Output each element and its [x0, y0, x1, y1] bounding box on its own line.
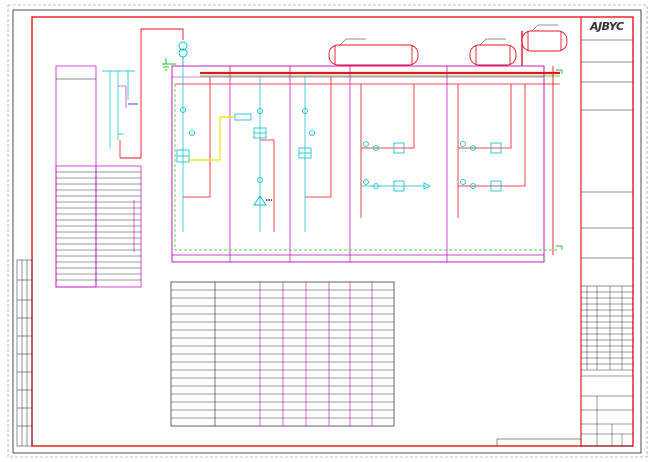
storage-tank-1 [328, 38, 419, 66]
switchgear-plan [171, 65, 560, 263]
ground-symbol-icon [162, 58, 176, 71]
company-logo: AJBYC [590, 20, 624, 33]
legend-table [55, 65, 142, 288]
outer-frame [12, 9, 642, 454]
storage-tank-2 [469, 38, 517, 66]
surge-arrester-icon [253, 195, 272, 206]
grounding-loop [174, 84, 558, 251]
storage-tank-3 [521, 24, 568, 66]
ground-symbol-icon [556, 69, 563, 250]
title-block-column [580, 17, 633, 446]
cable-tray-icon [234, 113, 252, 121]
circuit-breaker-icon [176, 107, 195, 163]
feeder-bay-3 [298, 77, 332, 232]
cable-route [188, 116, 234, 161]
feeder-bay-2 [234, 77, 275, 232]
inner-frame [31, 16, 634, 447]
bottom-title-strip [496, 438, 633, 447]
transformer-icon [178, 41, 188, 66]
feeder-bay-4 [360, 84, 431, 218]
feeder-bay-5 [457, 84, 526, 218]
outer-dashed-border [7, 4, 648, 458]
binding-strip-table [16, 259, 33, 447]
incoming-feeder [102, 28, 184, 159]
current-transformer-icon [253, 108, 267, 183]
feeder-bay-1 [176, 66, 234, 232]
equipment-schedule-table [170, 281, 395, 427]
